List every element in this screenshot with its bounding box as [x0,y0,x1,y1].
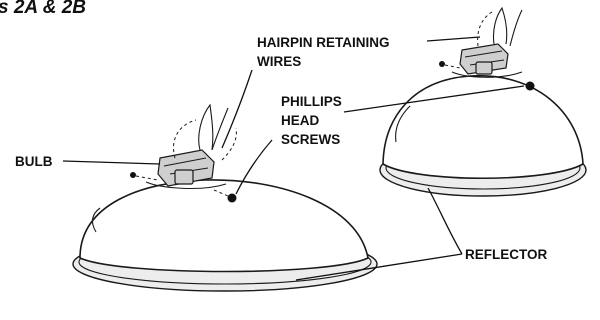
label-hairpin-retaining: HAIRPIN RETAINING [257,35,390,50]
right-reflector-dome [383,76,583,179]
left-reflector-dome [80,180,368,272]
reflector-leader-right [428,188,462,254]
right-phillips-screw [526,82,535,91]
right-screw-small [439,61,445,67]
left-screw-path [136,176,158,180]
label-wires: WIRES [257,54,301,69]
right-hairpin-wires [478,8,522,46]
label-bulb: BULB [15,154,53,169]
hairpin-leader-left [222,70,252,148]
left-phillips-screw [228,194,237,203]
left-hairpin-wires [174,105,237,160]
label-screws: SCREWS [281,132,340,147]
right-bulb [452,44,522,77]
hairpin-leader-right [427,37,480,41]
label-head: HEAD [281,113,320,128]
left-screw-small [130,172,136,178]
figure-title: s 2A & 2B [0,0,86,18]
label-phillips: PHILLIPS [281,94,342,109]
right-screw-path [445,65,460,68]
bulb-leader [63,161,160,164]
label-reflector: REFLECTOR [465,247,548,262]
